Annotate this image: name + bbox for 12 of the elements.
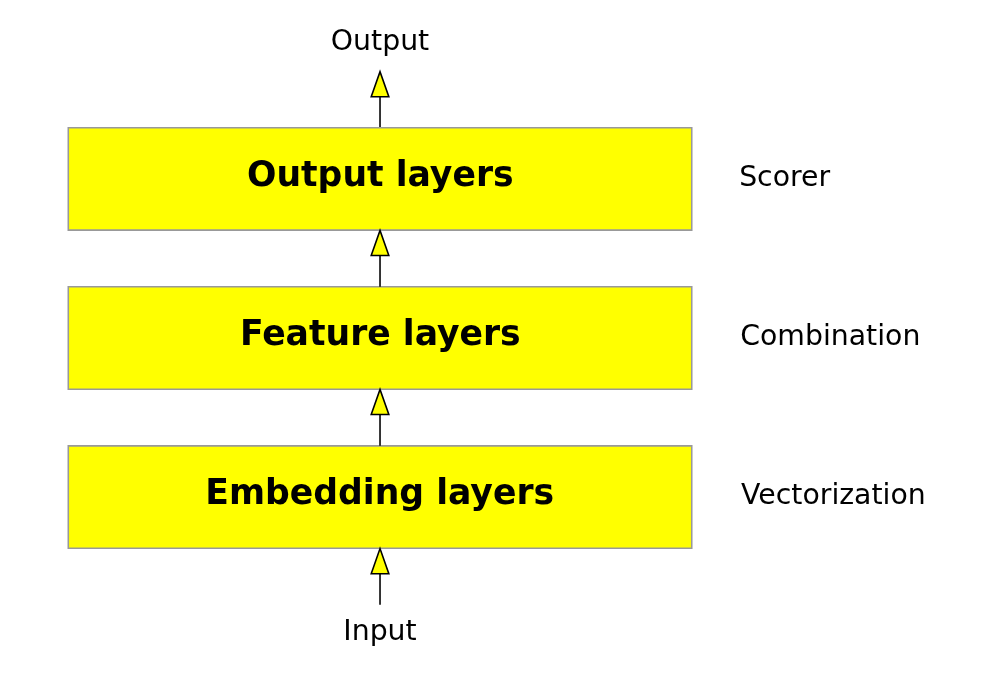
node-label: Vectorization	[740, 477, 926, 511]
node-text: Input	[342, 614, 417, 648]
node-box: Feature layers	[67, 286, 693, 390]
arrow	[369, 387, 390, 447]
node-box: Output layers	[67, 127, 693, 231]
node-text: Output	[330, 23, 429, 57]
arrow	[369, 546, 390, 606]
node-label: Combination	[739, 318, 920, 352]
node-label: Scorer	[738, 159, 830, 193]
arrow	[369, 228, 390, 288]
arrow	[369, 69, 390, 128]
node-box: Embedding layers	[67, 445, 693, 549]
